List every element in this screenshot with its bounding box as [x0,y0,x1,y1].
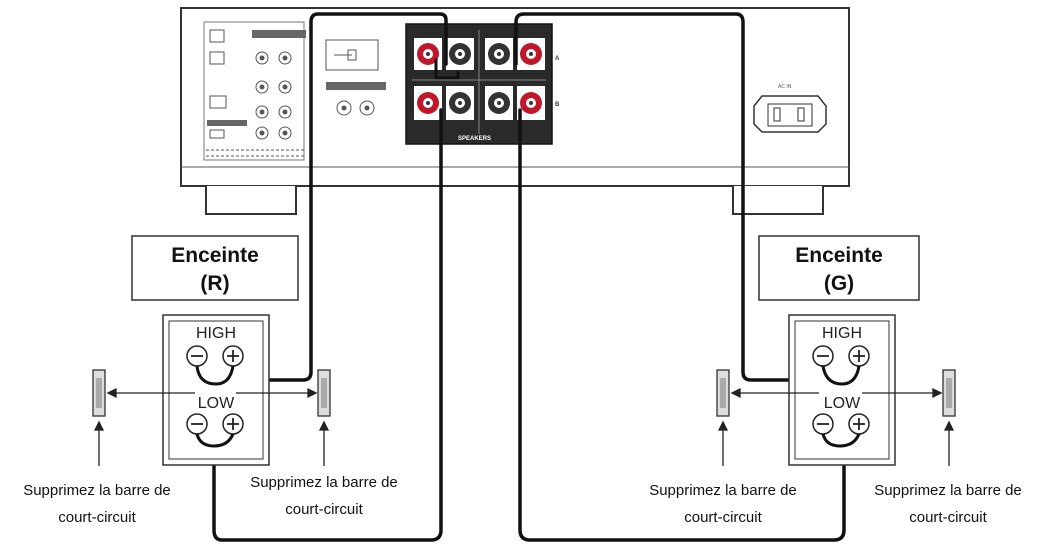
plus-icon [222,345,244,367]
amplifier-foot-left [205,186,297,215]
terminal-a-left-plus [517,38,545,70]
speaker-left-title: Enceinte [795,244,883,267]
note-remove-bar-4-line2: court-circuit [909,509,987,526]
minus-icon [186,413,208,435]
note-remove-bar-2-line2: court-circuit [285,501,363,518]
phono-output-block [325,39,386,116]
shorting-bar-icon [716,369,730,417]
terminal-b-left-minus [485,86,513,120]
cable-right-high-return [434,58,460,80]
speaker-left-low-label: LOW [824,395,861,412]
speaker-right-title: Enceinte [171,244,259,267]
speaker-right: Enceinte (R) HIGH LOW [92,235,331,466]
note-remove-bar-2-line1: Supprimez la barre de [250,474,398,491]
minus-icon [812,413,834,435]
ac-inlet: AC IN [753,84,827,133]
row-a-label: A [555,56,560,62]
speaker-right-channel: (R) [200,272,229,295]
speaker-left: Enceinte (G) HIGH LOW [716,235,956,466]
speaker-right-high-label: HIGH [196,325,236,342]
terminal-a-left-minus [485,38,513,70]
note-remove-bar-1-line1: Supprimez la barre de [23,482,171,499]
cable-right-high [234,12,448,382]
speaker-left-channel: (G) [824,272,854,295]
terminal-a-right-minus [446,38,474,70]
terminal-b-right-minus [446,86,474,120]
arrow-icon [93,387,330,466]
shorting-bar-icon [317,369,331,417]
input-jacks-block [203,21,306,161]
minus-icon [812,345,834,367]
speaker-left-title-box [758,235,920,301]
cable-left-low [518,108,846,542]
speaker-terminals-panel: SPEAKERS A B [405,23,560,145]
speaker-right-terminal-plate [162,314,270,466]
terminal-b-right-plus [414,86,442,120]
plus-icon [222,413,244,435]
minus-icon [186,345,208,367]
cable-left-high [514,12,832,382]
arrow-icon [717,387,955,466]
removal-notes: Supprimez la barre de court-circuit Supp… [23,474,1022,526]
ac-inlet-label: AC IN [778,84,792,90]
speaker-left-high-label: HIGH [822,325,862,342]
note-remove-bar-3-line1: Supprimez la barre de [649,482,797,499]
row-b-label: B [555,102,560,108]
plus-icon [848,413,870,435]
speaker-right-title-box [131,235,299,301]
shorting-bar-icon [92,369,106,417]
amplifier-foot-right [732,186,824,215]
plus-icon [848,345,870,367]
speaker-left-terminal-plate [788,314,896,466]
note-remove-bar-3-line2: court-circuit [684,509,762,526]
speaker-cables [212,12,846,542]
speakers-panel-label: SPEAKERS [458,136,491,142]
speaker-right-low-label: LOW [198,395,235,412]
note-remove-bar-1-line2: court-circuit [58,509,136,526]
cable-right-low [212,108,443,542]
note-remove-bar-4-line1: Supprimez la barre de [874,482,1022,499]
shorting-bar-icon [942,369,956,417]
terminal-a-right-plus [414,38,442,70]
